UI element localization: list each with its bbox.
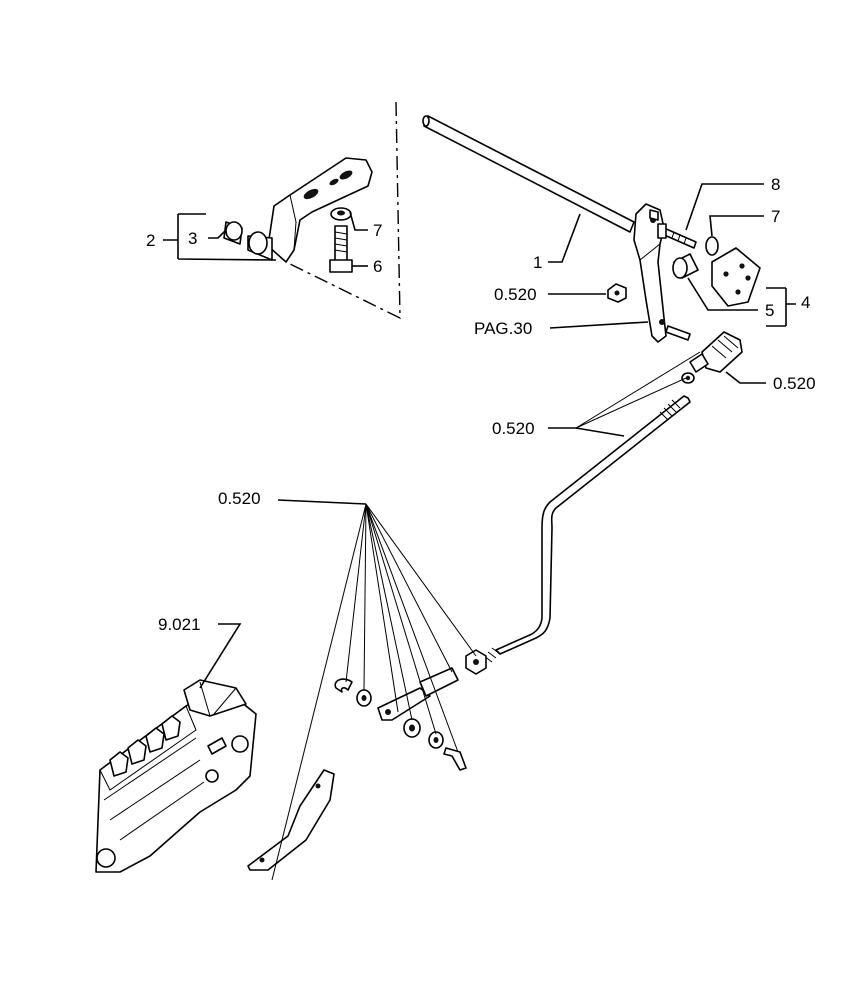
callout-6: 6: [352, 257, 382, 276]
callout-7-right: 7: [709, 207, 780, 237]
label-7-right: 7: [771, 207, 780, 226]
callout-kit-ref: 0.520: [218, 489, 477, 881]
callout-spring-ref: 0.520: [725, 371, 816, 393]
label-8: 8: [771, 175, 780, 194]
callout-nut-ref: 0.520: [494, 285, 606, 304]
label-7-left: 7: [373, 221, 382, 240]
label-spring-ref: 0.520: [773, 374, 816, 393]
callout-4: 4: [766, 287, 810, 327]
label-nut-ref: 0.520: [494, 285, 537, 304]
spacer-5: [672, 253, 699, 279]
bolt-8: [657, 223, 697, 249]
label-kit-ref: 0.520: [218, 489, 261, 508]
support-bracket: [267, 157, 373, 263]
mounting-plate-4: [711, 247, 761, 307]
label-1: 1: [533, 253, 542, 272]
screw-6: [329, 225, 353, 273]
spring-cartridge: [681, 331, 743, 384]
pump-outlets: [109, 715, 181, 777]
callout-1: 1: [533, 213, 581, 272]
callout-rod-ref: 0.520: [492, 351, 701, 438]
label-pump-ref: 9.021: [158, 615, 201, 634]
label-pag30: PAG.30: [474, 319, 532, 338]
label-3: 3: [188, 229, 197, 248]
pin: [665, 325, 691, 341]
label-2: 2: [146, 231, 155, 250]
washer-7-right: [705, 236, 719, 256]
shaft-1: [422, 115, 635, 233]
bushing-3: [223, 221, 273, 261]
label-4: 4: [801, 293, 810, 312]
callout-pump-ref: 9.021: [158, 615, 242, 689]
injection-pump: [95, 679, 257, 873]
label-6: 6: [373, 257, 382, 276]
callout-7-left: 7: [349, 211, 382, 240]
control-rod: [483, 395, 691, 663]
callout-pag30: PAG.30: [474, 319, 649, 338]
linkage-small-parts: [247, 649, 487, 871]
callout-5: 5: [687, 277, 774, 320]
callout-3: 3: [188, 229, 227, 248]
callout-2: 2: [146, 213, 277, 261]
label-rod-ref: 0.520: [492, 419, 535, 438]
callout-8: 8: [685, 175, 780, 231]
nut-lever: [607, 283, 627, 303]
label-5: 5: [765, 301, 774, 320]
support-bracket-assembly: [223, 101, 401, 320]
